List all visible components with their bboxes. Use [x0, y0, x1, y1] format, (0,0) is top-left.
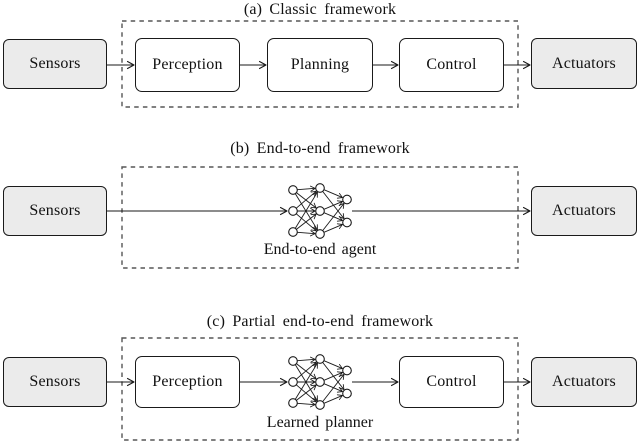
sensors-label-a: Sensors	[29, 55, 81, 72]
nn-node	[315, 400, 325, 410]
nn-node	[288, 398, 298, 408]
perception-box-a: Perception	[135, 38, 240, 92]
neural-network-icon	[288, 183, 352, 239]
pipeline-boundary-a	[121, 20, 519, 108]
panel-a-title: (a) Classic framework	[243, 1, 397, 18]
nn-node	[315, 229, 325, 239]
sensors-box-a: Sensors	[3, 39, 107, 89]
control-box-a: Control	[399, 38, 504, 92]
nn-node	[315, 377, 325, 387]
control-box-c: Control	[399, 356, 504, 408]
nn-node	[288, 206, 298, 216]
perception-label-a: Perception	[152, 56, 223, 73]
nn-node	[342, 388, 352, 399]
planning-box-a: Planning	[267, 38, 373, 92]
nn-node	[342, 194, 352, 205]
actuators-label-a: Actuators	[551, 54, 616, 72]
panel-b-title: (b) End-to-end framework	[230, 140, 410, 157]
actuators-box-b: Actuators	[531, 186, 637, 236]
nn-node	[288, 377, 298, 387]
nn-node	[288, 185, 298, 195]
perception-box-c: Perception	[135, 356, 240, 408]
sensors-label-b: Sensors	[29, 202, 81, 219]
actuators-box-a: Actuators	[531, 38, 637, 89]
control-label-a: Control	[426, 56, 477, 73]
nn-node	[288, 227, 298, 237]
nn-node	[315, 206, 325, 216]
nn-node	[315, 354, 325, 364]
end-to-end-agent-label: End-to-end agent	[263, 241, 377, 258]
nn-node	[342, 217, 352, 228]
sensors-box-b: Sensors	[3, 186, 107, 236]
neural-network-icon	[288, 354, 352, 410]
nn-node	[342, 365, 352, 376]
pipeline-boundary-b	[121, 166, 519, 269]
actuators-label-b: Actuators	[551, 202, 616, 219]
sensors-label-c: Sensors	[29, 373, 81, 390]
perception-label-c: Perception	[152, 373, 223, 390]
control-label-c: Control	[426, 373, 477, 390]
actuators-label-c: Actuators	[551, 373, 616, 390]
learned-planner-label: Learned planner	[266, 414, 374, 431]
nn-node	[288, 356, 298, 366]
panel-c-title: (c) Partial end-to-end framework	[206, 313, 434, 330]
sensors-box-c: Sensors	[3, 357, 107, 407]
pipeline-boundary-c	[121, 337, 519, 441]
planning-label-a: Planning	[290, 56, 350, 73]
nn-node	[315, 183, 325, 193]
actuators-box-c: Actuators	[531, 357, 637, 407]
